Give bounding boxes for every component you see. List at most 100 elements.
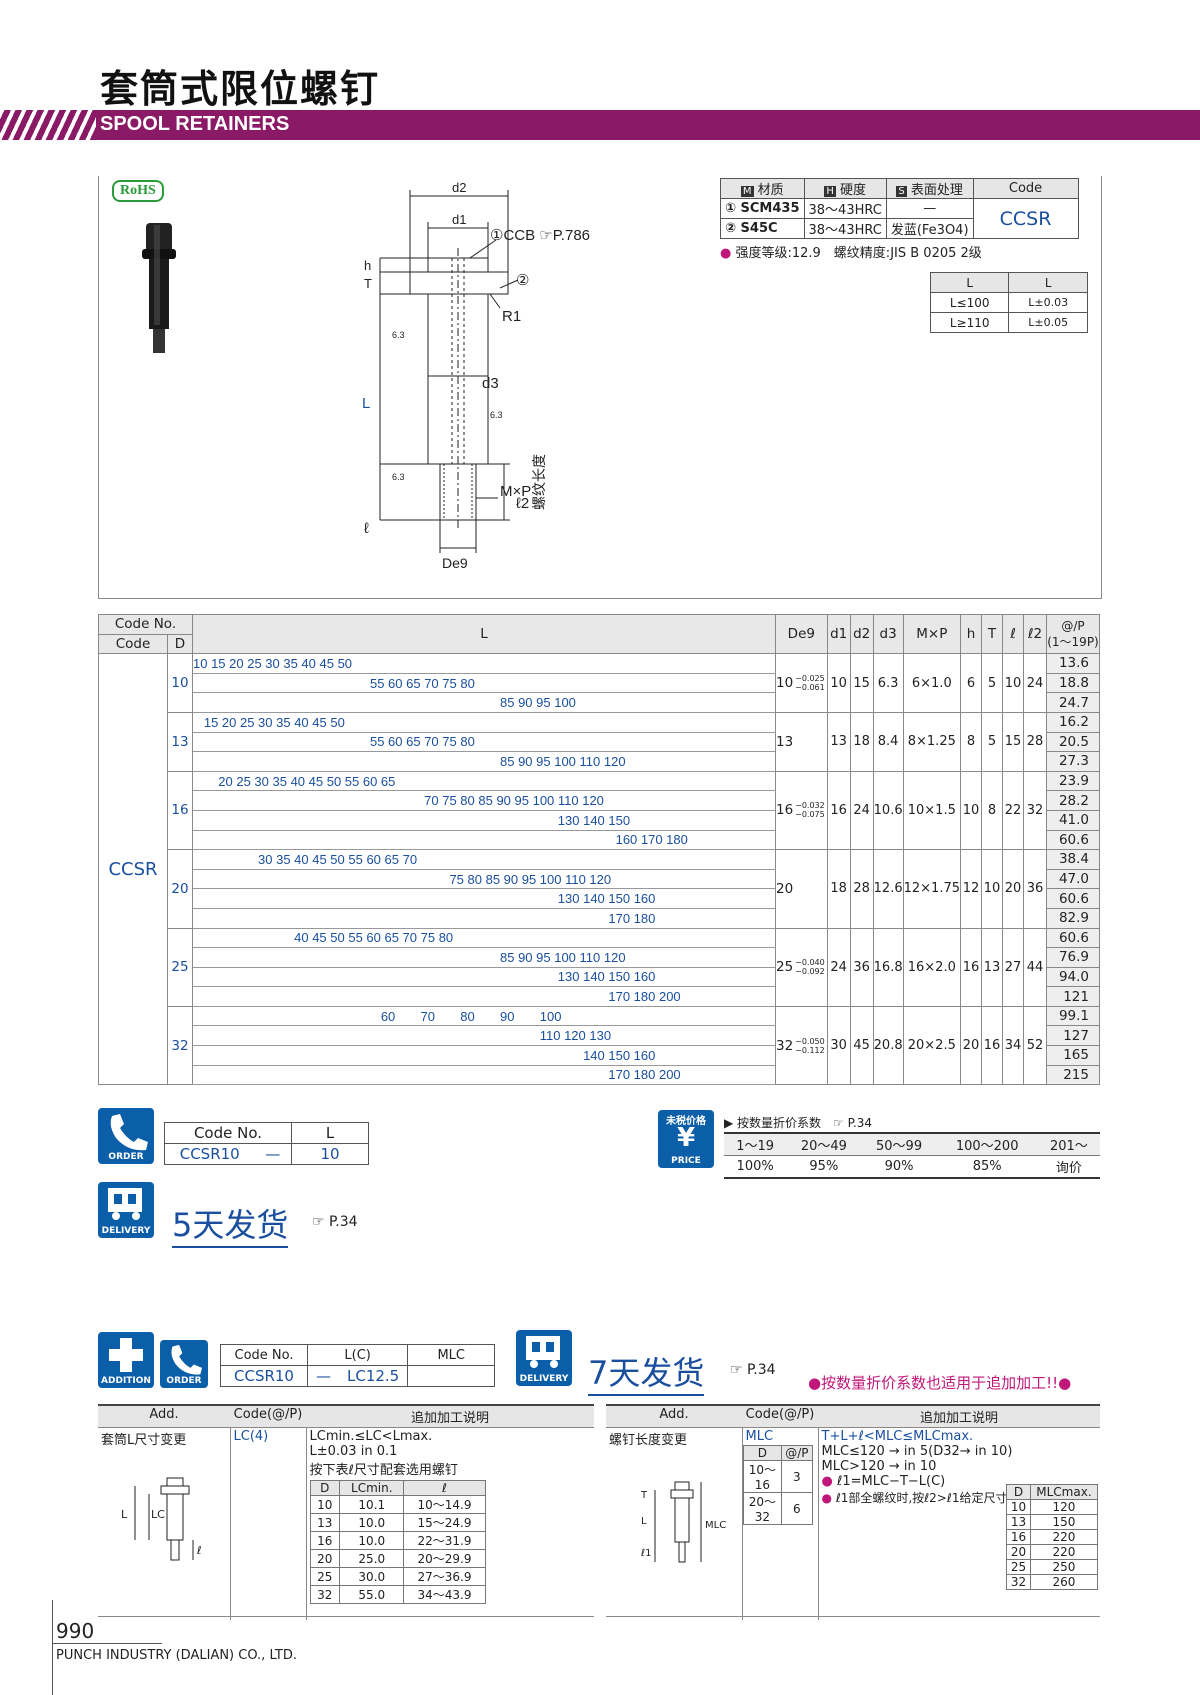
phone-icon-small — [171, 1344, 202, 1375]
row-mxp: 8×1.25 — [902, 711, 962, 772]
roughness-3: 6.3 — [392, 472, 405, 482]
sub-cell: 20～29.9 — [403, 1549, 486, 1568]
dim-T: T — [364, 276, 372, 291]
price-rate-4: 询价 — [1037, 1155, 1100, 1179]
row-de9: 13 — [775, 711, 794, 772]
spec-code: CCSR — [972, 198, 1079, 239]
row-price: 121 — [1046, 986, 1100, 1007]
row-price: 18.8 — [1046, 672, 1100, 694]
row-price: 41.0 — [1046, 809, 1100, 831]
add-code-value: CCSR10 — [220, 1365, 308, 1387]
row-mxp: 20×2.5 — [902, 1005, 962, 1086]
row-d1: 30 — [826, 1005, 851, 1086]
sub-cell: 55.0 — [339, 1585, 405, 1604]
row-d3: 6.3 — [872, 653, 904, 713]
row-de9-tol: −0.032 −0.075 — [793, 770, 828, 851]
plus-icon — [109, 1338, 143, 1372]
dim-h: h — [364, 258, 371, 273]
sub-cell: 13 — [1006, 1514, 1031, 1530]
sub-cell: 10.1 — [339, 1495, 405, 1514]
row-h: 10 — [960, 770, 982, 851]
price-qty-1: 20～49 — [786, 1132, 862, 1156]
row-price: 24.7 — [1046, 692, 1100, 713]
tol-row2-range: L≥110 — [929, 312, 1010, 333]
addl-fig-l: ℓ — [196, 1544, 202, 1557]
warning-icon: ● — [720, 246, 732, 261]
page-subtitle: SPOOL RETAINERS — [100, 113, 290, 135]
row-D: 20 — [167, 849, 193, 929]
row-price: 47.0 — [1046, 868, 1100, 890]
addr-h-code: Code(@/P) — [742, 1404, 818, 1428]
row-de9-tol: −0.025 −0.061 — [793, 653, 828, 713]
sub-cell: 32 — [309, 1585, 341, 1604]
strength-note: ● 强度等级:12.9 螺纹精度:JIS B 0205 2级 — [720, 242, 982, 261]
row-T: 13 — [981, 927, 1003, 1007]
row-D: 16 — [167, 770, 193, 851]
l-values: 170 180 200 — [192, 986, 776, 1007]
tol-header-LT: L — [1008, 272, 1088, 293]
order-header-code: Code No. — [164, 1122, 292, 1144]
addr-warning-icon-2: ● — [821, 1491, 832, 1505]
sub-cell: 250 — [1029, 1559, 1099, 1575]
addl-sub-h-l: ℓ — [403, 1480, 486, 1496]
row-T: 5 — [981, 711, 1003, 772]
row-h: 16 — [960, 927, 982, 1007]
row-de9: 16 — [775, 770, 794, 851]
addr-desc-1: T+L+ℓ<MLC≤MLCmax. — [821, 1429, 974, 1444]
row-de9-tol: −0.050 −0.112 — [793, 1005, 828, 1086]
m-icon: M — [740, 186, 754, 197]
addr-desc-5: ℓ1部全螺纹时,按ℓ2>ℓ1给定尺寸 — [835, 1491, 1008, 1505]
delivery-days: 5天发货 — [172, 1200, 289, 1248]
table-row: 75 80 85 90 95 100 110 120 47.0 — [99, 868, 1100, 890]
l-values: 15 20 25 30 35 40 45 50 — [192, 712, 776, 733]
addr-mini-h-D: D — [742, 1445, 783, 1461]
row-l: 22 — [1002, 770, 1024, 851]
row-price: 215 — [1046, 1064, 1100, 1086]
l-values: 75 80 85 90 95 100 110 120 — [192, 869, 776, 890]
row-l2: 24 — [1023, 653, 1047, 713]
row-d3: 12.6 — [872, 849, 904, 929]
addr-fig-l1: ℓ1 — [641, 1548, 652, 1559]
order-header-L: L — [291, 1122, 369, 1144]
row-T: 10 — [981, 849, 1003, 929]
sub-cell: 10 — [1006, 1499, 1031, 1515]
l-values: 130 140 150 160 — [192, 967, 776, 988]
header-d1: d1 — [826, 613, 851, 655]
roughness-1: 6.3 — [392, 330, 405, 340]
header-h: h — [960, 613, 982, 655]
surface-1: — — [885, 198, 974, 219]
row-l2: 44 — [1023, 927, 1047, 1007]
sub-cell: 220 — [1029, 1529, 1099, 1545]
sub-cell: 3 — [781, 1460, 813, 1493]
addr-code: MLC — [745, 1429, 774, 1444]
addr-mini-h-p: @/P — [781, 1445, 813, 1461]
l-values: 85 90 95 100 110 120 — [192, 947, 776, 968]
addl-h-add: Add. — [98, 1404, 230, 1428]
tol-row1-range: L≤100 — [929, 292, 1010, 313]
addition-order-icon: ORDER — [160, 1340, 208, 1388]
row-d2: 18 — [849, 711, 874, 772]
row-l2: 36 — [1023, 849, 1047, 929]
sub-cell: 220 — [1029, 1544, 1099, 1560]
row-de9-tol: −0.040 −0.092 — [793, 927, 828, 1007]
hardness-header: 硬度 — [840, 183, 867, 198]
l-values: 130 140 150 160 — [192, 888, 776, 909]
row-T: 8 — [981, 770, 1003, 851]
row-price: 28.2 — [1046, 790, 1100, 811]
row-de9: 25 — [775, 927, 794, 1007]
header-l2: ℓ2 — [1023, 613, 1047, 655]
row-d2: 36 — [849, 927, 874, 1007]
row-d1: 18 — [826, 849, 851, 929]
addr-h-desc: 追加加工说明 — [818, 1404, 1100, 1428]
banner-stripes — [0, 110, 96, 140]
